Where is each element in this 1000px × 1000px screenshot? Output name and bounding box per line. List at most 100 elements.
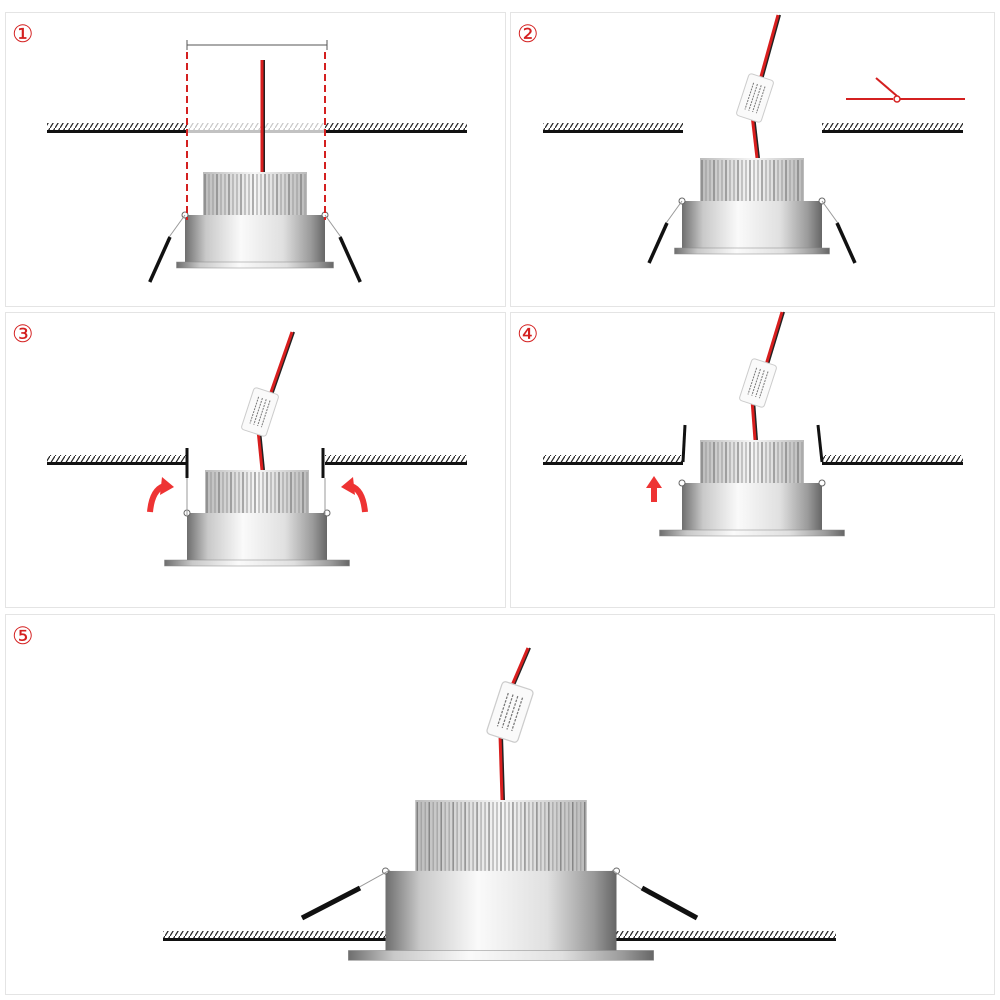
driver-box <box>739 358 777 408</box>
downlight <box>176 172 334 269</box>
red-wire <box>750 114 759 159</box>
spring-pivot <box>678 479 686 487</box>
lamp-flange <box>659 529 845 537</box>
black-wire <box>761 14 781 81</box>
arrow-shaft <box>651 486 657 502</box>
ceiling-line <box>543 130 683 133</box>
ceiling-line <box>187 130 325 133</box>
spring-clip <box>640 885 699 921</box>
ceiling-hatch <box>325 123 467 130</box>
black-wire <box>753 399 758 441</box>
switch-contact <box>893 95 901 103</box>
red-wire <box>763 311 784 369</box>
spring-wire <box>324 214 344 241</box>
lamp-flange <box>674 247 830 255</box>
driver-print <box>751 368 761 396</box>
black-wire <box>766 311 785 369</box>
downlight <box>348 800 654 961</box>
ceiling-line <box>325 462 467 465</box>
red-wire <box>758 14 780 81</box>
driver-box <box>736 73 774 123</box>
step-number-3: ③ <box>12 320 34 348</box>
step-number-5: ⑤ <box>12 622 34 650</box>
driver-box <box>486 681 534 743</box>
led-driver <box>739 358 777 408</box>
ceiling-segment <box>822 455 963 465</box>
ceiling-line <box>47 130 187 133</box>
ceiling-line <box>543 462 683 465</box>
lamp-body <box>185 215 325 265</box>
ceiling-segment <box>543 123 683 133</box>
ceiling-hatch <box>543 455 683 462</box>
black-wire <box>271 331 295 396</box>
heatsink <box>205 470 309 513</box>
lamp-body <box>385 870 617 954</box>
ceiling-hatch <box>543 123 683 130</box>
driver-print <box>748 83 758 111</box>
ceiling-segment <box>163 931 390 941</box>
lamp-body <box>187 513 327 563</box>
lamp-flange <box>348 950 654 961</box>
ceiling-hatch <box>187 123 325 130</box>
black-wire <box>501 734 505 801</box>
driver-print <box>758 371 769 399</box>
switch-lever <box>875 77 898 97</box>
black-wire <box>753 114 760 159</box>
ceiling-line <box>822 130 963 133</box>
spring-clip <box>835 222 857 264</box>
red-arrow-icon <box>646 476 662 502</box>
ceiling-line <box>822 462 963 465</box>
ceiling-segment <box>47 455 187 465</box>
ceiling-segment <box>543 455 683 465</box>
spring-pivot <box>818 479 826 487</box>
ceiling-hatch <box>822 123 963 130</box>
ceiling-segment <box>822 123 963 133</box>
heatsink <box>203 172 307 215</box>
ceiling-line <box>163 938 390 941</box>
ceiling-line <box>612 938 836 941</box>
ceiling-line <box>325 130 467 133</box>
driver-print <box>511 697 524 732</box>
red-arrow-icon <box>147 477 174 513</box>
downlight <box>164 470 350 567</box>
lamp-flange <box>176 261 334 269</box>
red-wire <box>268 331 294 396</box>
spring-clip-up <box>681 424 687 463</box>
ceiling-segment <box>187 123 325 133</box>
ceiling-line <box>47 462 187 465</box>
heatsink <box>700 158 804 201</box>
spring-wire <box>663 200 683 227</box>
ceiling-segment <box>47 123 187 133</box>
arrow-head <box>160 477 174 495</box>
ceiling-segment <box>612 931 836 941</box>
led-driver <box>241 387 279 437</box>
arrow-head <box>646 476 662 488</box>
black-wire <box>511 647 531 691</box>
lamp-flange <box>164 559 350 567</box>
black-wire <box>259 429 265 471</box>
ceiling-segment <box>325 123 467 133</box>
led-driver <box>736 73 774 123</box>
driver-print <box>260 400 271 428</box>
ceiling-hatch <box>612 931 836 938</box>
spring-clip <box>338 236 362 283</box>
spring-clip-up <box>816 424 824 463</box>
ceiling-hatch <box>325 455 467 462</box>
spring-wire <box>821 200 841 227</box>
ceiling-hatch <box>47 123 187 130</box>
driver-print <box>253 397 263 425</box>
driver-print <box>755 86 766 114</box>
step-number-1: ① <box>12 20 34 48</box>
driver-print <box>506 695 519 730</box>
ceiling-hatch <box>163 931 390 938</box>
spring-clip <box>300 885 362 921</box>
step-number-4: ④ <box>517 320 539 348</box>
arrow-head <box>341 477 355 495</box>
driver-box <box>241 387 279 437</box>
ceiling-hatch <box>47 455 187 462</box>
ceiling-hatch <box>822 455 963 462</box>
led-driver <box>486 681 534 743</box>
red-wire <box>508 647 530 691</box>
